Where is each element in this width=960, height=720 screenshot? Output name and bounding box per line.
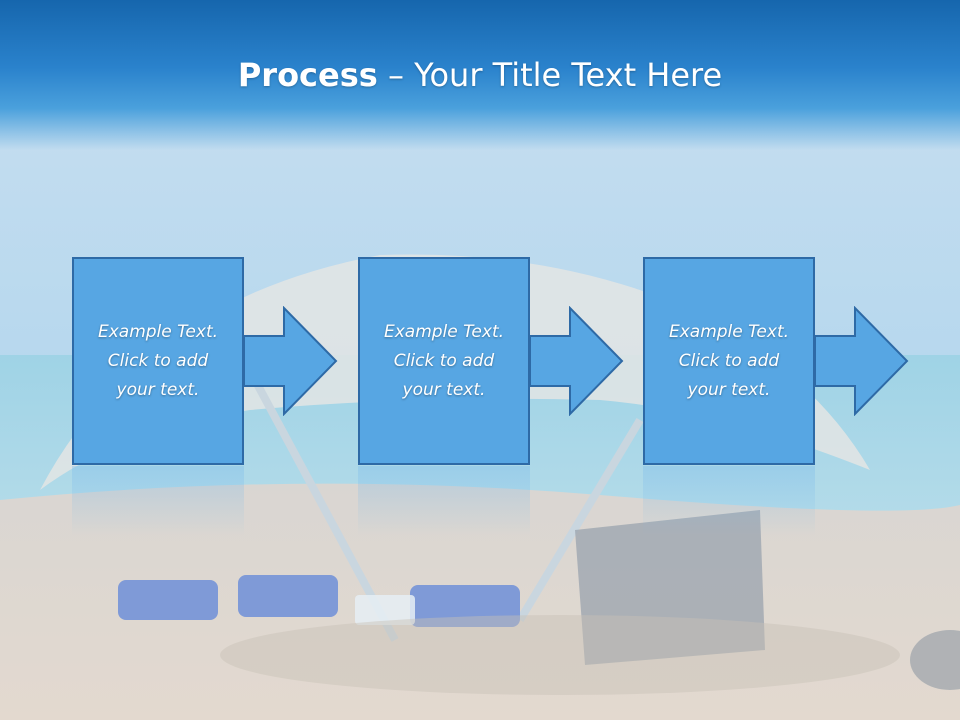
- title-bold: Process: [237, 56, 378, 94]
- slide-title[interactable]: Process – Your Title Text Here: [0, 52, 960, 98]
- step-1-arrow-icon: [243, 306, 338, 416]
- step-3-arrow-icon: [814, 306, 909, 416]
- step-1-box[interactable]: Example Text. Click to add your text.: [72, 257, 244, 465]
- step-2-reflection: [358, 466, 530, 536]
- title-rest: – Your Title Text Here: [377, 56, 723, 94]
- title-bar: [0, 0, 960, 150]
- step-3-text: Example Text. Click to add your text.: [668, 321, 790, 400]
- step-2-arrow-icon: [529, 306, 624, 416]
- step-3-reflection: [643, 466, 815, 536]
- step-3-box[interactable]: Example Text. Click to add your text.: [643, 257, 815, 465]
- step-1-reflection: [72, 466, 244, 536]
- step-2-text: Example Text. Click to add your text.: [383, 321, 505, 400]
- step-1-text: Example Text. Click to add your text.: [97, 321, 219, 400]
- step-2-box[interactable]: Example Text. Click to add your text.: [358, 257, 530, 465]
